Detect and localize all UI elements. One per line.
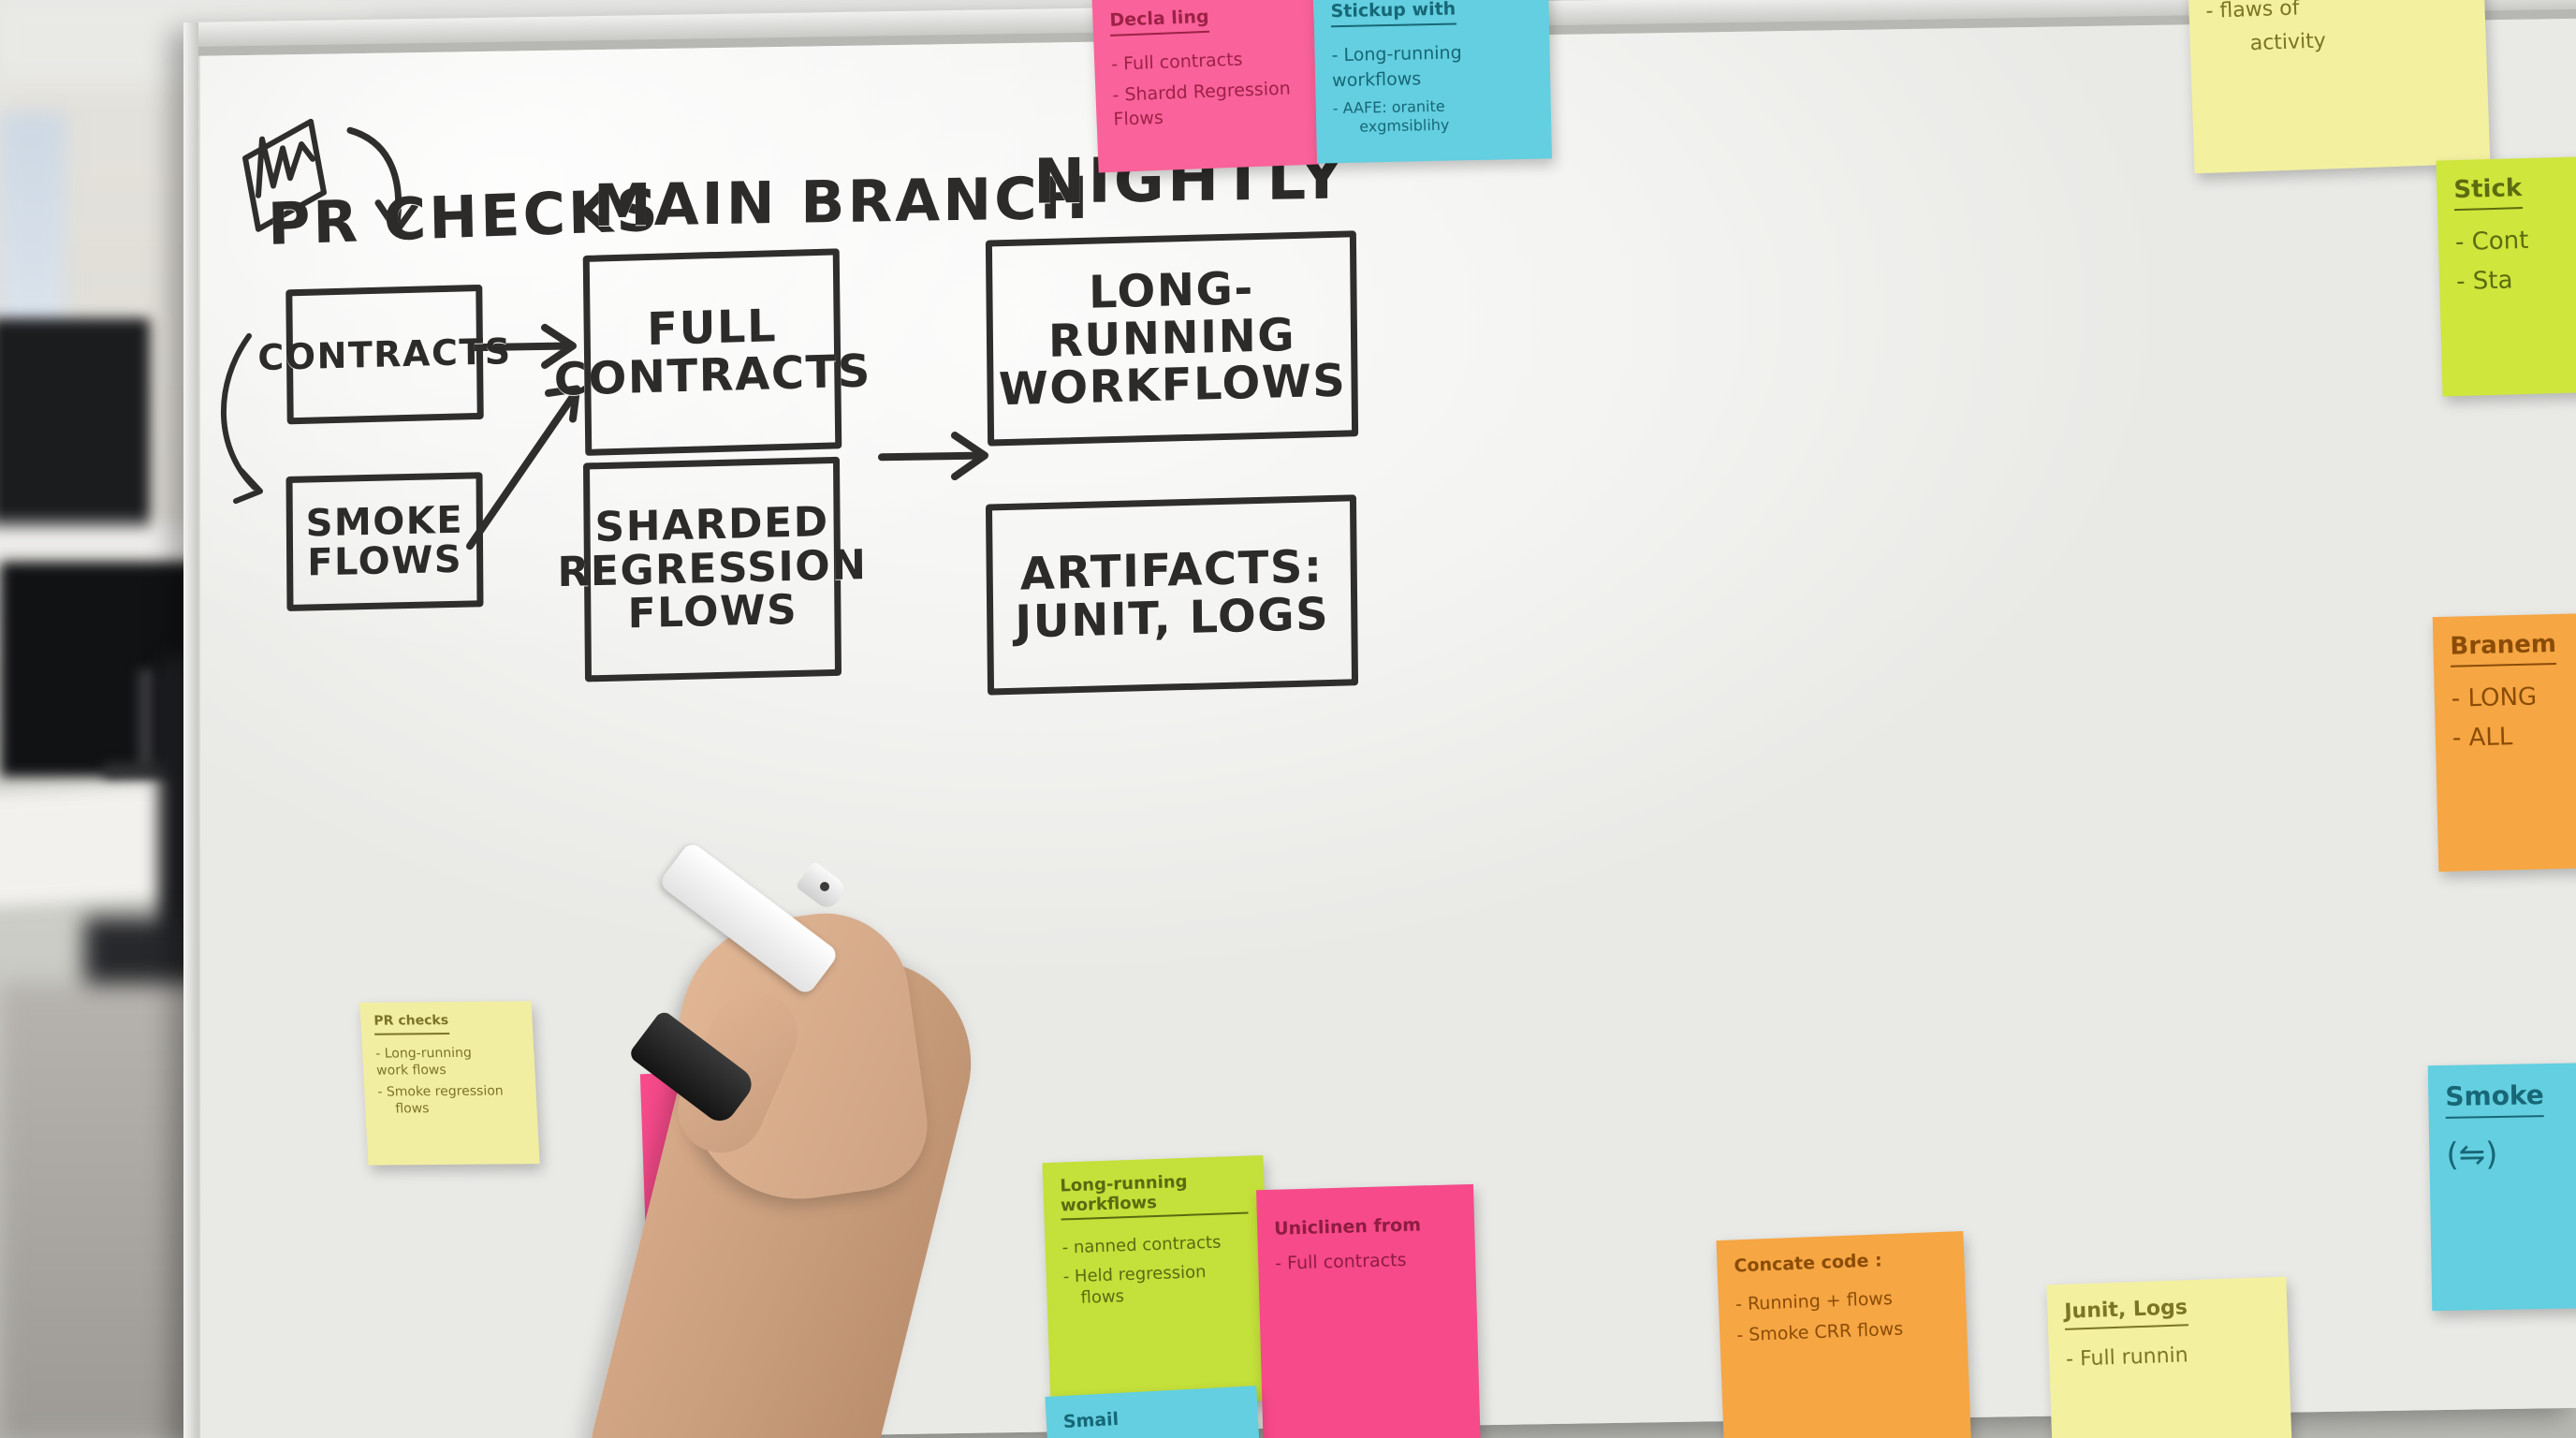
whiteboard-frame: PR CHECKS MAIN BRANCH NIGHTLY CONTRACTS … [183, 0, 2576, 1438]
desk-far [0, 524, 215, 562]
curved-arrow-1-head [374, 198, 421, 234]
sticky-note-branch-item-2: - ALL [2452, 722, 2513, 753]
column-title-main-branch: MAIN BRANCH [593, 163, 1091, 241]
monitor-stand [139, 669, 154, 772]
sticky-note-pr-checks-item-3: - Smoke regression [376, 1083, 505, 1100]
sticky-note-flaws[interactable]: - flaws of activity [2186, 0, 2491, 174]
sticky-note-long-running-header: Long-running workflows [1060, 1170, 1249, 1221]
whiteboard-left-edge [183, 22, 198, 1438]
sticky-note-long-running[interactable]: Long-running workflows - nanned contract… [1042, 1154, 1272, 1409]
node-sharded-regression-flows[interactable]: SHARDED REGRESSION FLOWS [557, 456, 868, 682]
scribble-icon [256, 136, 315, 198]
node-artifacts-line-2: JUNIT, LOGS [1015, 588, 1330, 649]
sticky-note-long-running-item-3: flows [1080, 1286, 1125, 1309]
sticky-note-pr-checks[interactable]: PR checks - Long-running work flows - Sm… [359, 1001, 540, 1166]
sticky-note-flaws-item-1: - flaws of [2205, 0, 2300, 23]
sticky-note-uniclinen[interactable]: Uniclinen from - Full contracts [1256, 1183, 1481, 1438]
whiteboard-surface: PR CHECKS MAIN BRANCH NIGHTLY CONTRACTS … [200, 18, 2576, 1438]
sticky-note-junit-item-1: - Full runnin [2065, 1343, 2189, 1372]
sticky-note-smoke-item-1: (⇋) [2446, 1135, 2498, 1174]
arrow-contracts-to-full [468, 342, 571, 352]
sticky-note-stickup-item-1: - Long-running [1331, 42, 1462, 66]
node-full-contracts-line-1: FULL [646, 300, 778, 357]
arrow-smoke-to-full-head [545, 385, 580, 423]
sticky-note-pr-checks-item-4: flows [394, 1100, 430, 1117]
sticky-note-branch[interactable]: Branem - LONG - ALL [2432, 610, 2576, 873]
sticky-note-uniclinen-header: Uniclinen from [1273, 1214, 1422, 1240]
sticky-note-smail-header: Smail [1062, 1408, 1120, 1433]
arrow-smoke-to-full [466, 392, 577, 550]
sticky-note-junit[interactable]: Junit, Logs - Full runnin [2046, 1276, 2293, 1438]
sticky-note-decla-item-1: - Full contracts [1110, 49, 1243, 76]
sticky-note-stick-header: Stick [2452, 173, 2523, 212]
sticky-note-pr-checks-header: PR checks [373, 1013, 449, 1035]
sticky-note-stick-item-1: - Cont [2454, 227, 2529, 257]
node-artifacts[interactable]: ARTIFACTS: JUNIT, LOGS [985, 494, 1359, 696]
node-sharded-line-3: FLOWS [627, 586, 798, 638]
sticky-note-stick-item-2: - Sta [2455, 265, 2513, 296]
sticky-note-pr-checks-item-1: - Long-running [374, 1045, 473, 1062]
node-long-running-workflows[interactable]: LONG-RUNNING WORKFLOWS [985, 230, 1359, 447]
sticky-note-stickup-item-4: exgmsiblihy [1359, 116, 1450, 137]
sticky-note-concate[interactable]: Concate code : - Running + flows - Smoke… [1716, 1231, 1972, 1438]
node-smoke-flows-line-2: FLOWS [307, 537, 463, 585]
node-full-contracts-line-2: CONTRACTS [553, 345, 872, 406]
monitor-back [0, 318, 150, 543]
sticky-note-uniclinen-item-1: - Full contracts [1274, 1250, 1407, 1275]
sticky-note-concate-item-1: - Running + flows [1734, 1288, 1894, 1315]
sticky-note-stick[interactable]: Stick - Cont - Sta [2436, 154, 2576, 397]
node-full-contracts[interactable]: FULL CONTRACTS [553, 248, 871, 456]
sticky-note-stickup-header: Stickup with [1330, 0, 1456, 28]
sticky-note-branch-item-1: - LONG [2451, 682, 2538, 713]
arrow-contracts-to-full-head [541, 323, 577, 369]
sticky-note-pr-checks-item-2: work flows [375, 1062, 447, 1078]
node-smoke-flows-line-1: SMOKE [305, 498, 464, 546]
node-contracts-line-1: CONTRACTS [257, 330, 512, 379]
sticky-note-smoke-header: Smoke [2445, 1078, 2545, 1119]
sticky-note-smoke[interactable]: Smoke (⇋) [2427, 1061, 2576, 1312]
sticky-note-long-running-item-1: - nanned contracts [1061, 1232, 1222, 1258]
sticky-note-stickup-item-2: workflows [1331, 67, 1422, 91]
marker-ink-dot [820, 882, 829, 891]
sticky-note-decla-header: Decla ling [1109, 5, 1210, 37]
arrow-main-to-nightly [878, 451, 983, 462]
sticky-note-decla[interactable]: Decla ling - Full contracts - Shardd Reg… [1091, 0, 1320, 173]
sticky-note-junit-header: Junit, Logs [2063, 1295, 2188, 1331]
arrow-main-to-nightly-head [951, 432, 988, 481]
sticky-note-branch-header: Branem [2450, 628, 2557, 668]
sticky-note-concate-item-2: - Smoke CRR flows [1735, 1318, 1904, 1346]
node-smoke-flows[interactable]: SMOKE FLOWS [285, 472, 484, 611]
curved-arrow-2-head [233, 468, 263, 505]
sticky-note-stickup[interactable]: Stickup with - Long-running workflows - … [1313, 0, 1552, 164]
sketch-frame-icon [242, 118, 327, 232]
node-lrw-line-2: WORKFLOWS [998, 354, 1347, 417]
node-lrw-line-1: LONG-RUNNING [1047, 261, 1296, 368]
sticky-note-decla-item-3: Flows [1113, 107, 1164, 130]
sticky-note-flaws-item-2: activity [2249, 29, 2327, 56]
curved-arrow-1 [346, 126, 402, 227]
sticky-note-concate-header: Concate code : [1734, 1250, 1883, 1277]
marker-ink-layer [221, 118, 988, 550]
node-contracts[interactable]: CONTRACTS [257, 284, 512, 425]
